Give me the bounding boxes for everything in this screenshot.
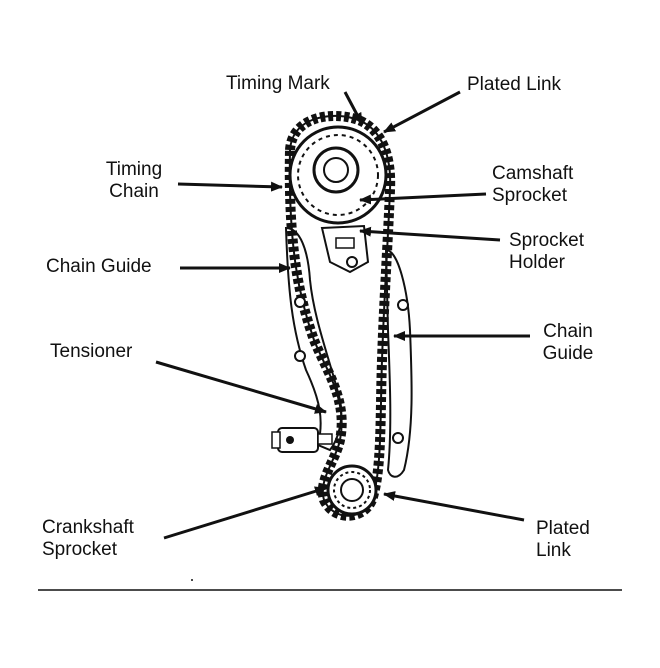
stray-dot (191, 579, 193, 581)
camshaft-sprocket (288, 125, 388, 225)
tensioner (271, 427, 333, 453)
bolt-hole (294, 296, 306, 308)
label-camshaft-sprocket-line2: Sprocket (492, 185, 567, 206)
label-timing-mark-text: Timing Mark (226, 73, 330, 94)
label-sprocket-holder: Sprocket Holder (509, 230, 584, 274)
label-tensioner: Tensioner (50, 341, 132, 363)
bolt-hole (397, 299, 409, 311)
label-camshaft-sprocket-line1: Camshaft (492, 163, 574, 184)
arrow-plated-link-top (383, 90, 461, 134)
label-crankshaft-sprocket-line2: Sprocket (42, 539, 117, 560)
arrow-plated-link-bottom (383, 491, 525, 522)
arrow-crankshaft-sprocket (163, 486, 327, 540)
arrow-tensioner (155, 360, 327, 414)
label-timing-chain: Timing Chain (98, 159, 170, 203)
label-plated-link-bottom-line1: Plated (536, 518, 590, 539)
label-chain-guide-right: Chain Guide (532, 321, 604, 365)
arrow-camshaft-sprocket (359, 192, 487, 205)
arrow-timing-mark (343, 91, 364, 125)
label-timing-chain-line2: Chain (109, 181, 159, 202)
label-crankshaft-sprocket-line1: Crankshaft (42, 517, 134, 538)
bolt-hole (294, 350, 306, 362)
label-timing-chain-line1: Timing (105, 159, 163, 180)
arrow-sprocket-holder (359, 226, 501, 242)
label-camshaft-sprocket: Camshaft Sprocket (492, 163, 573, 207)
crankshaft-sprocket (326, 464, 378, 516)
label-sprocket-holder-line1: Sprocket (509, 230, 584, 251)
label-chain-guide-left: Chain Guide (46, 256, 152, 278)
label-chain-guide-right-line1: Chain (543, 321, 593, 342)
label-chain-guide-left-text: Chain Guide (46, 256, 152, 277)
label-crankshaft-sprocket: Crankshaft Sprocket (42, 517, 134, 561)
label-timing-mark: Timing Mark (226, 73, 330, 95)
label-sprocket-holder-line2: Holder (509, 252, 565, 273)
label-plated-link-top: Plated Link (467, 74, 561, 96)
arrow-timing-chain (177, 181, 283, 192)
sprocket-holder-bracket (320, 224, 370, 274)
label-tensioner-text: Tensioner (50, 341, 133, 362)
label-plated-link-bottom-line2: Link (536, 540, 571, 561)
bolt-hole (392, 432, 404, 444)
label-plated-link-top-text: Plated Link (467, 74, 562, 95)
label-chain-guide-right-line2: Guide (542, 343, 594, 364)
label-plated-link-bottom: Plated Link (536, 518, 590, 562)
